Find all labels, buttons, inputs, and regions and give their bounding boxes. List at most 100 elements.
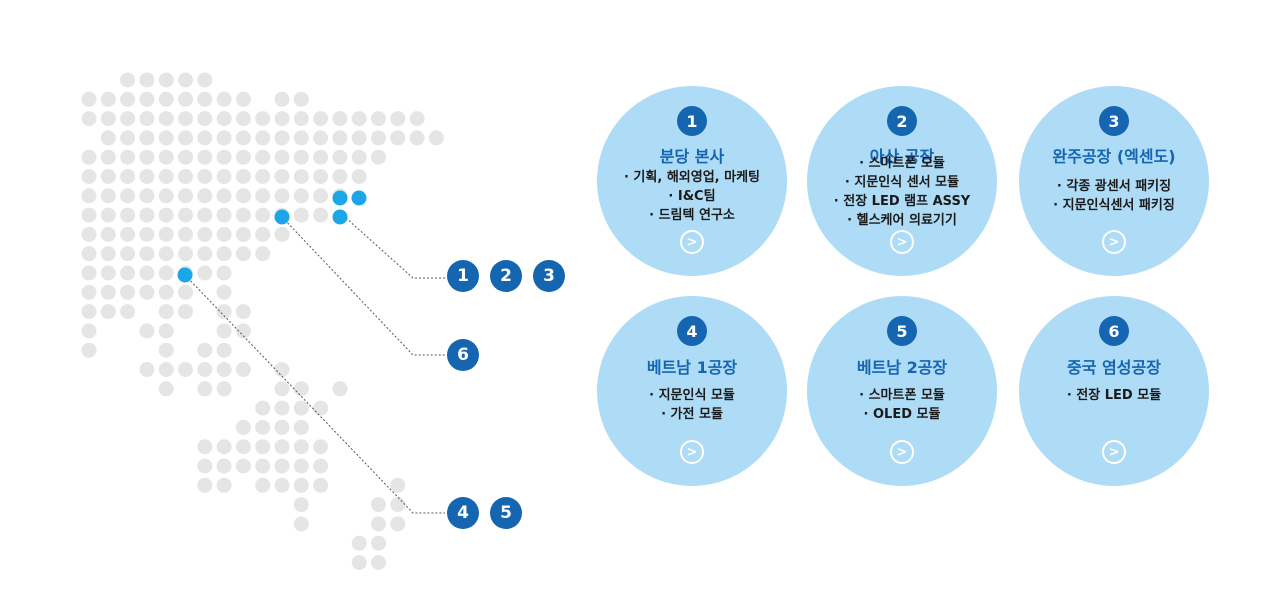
callout-badge-5[interactable]: 5 xyxy=(490,497,522,529)
map-dot xyxy=(371,516,386,532)
map-dot xyxy=(158,91,174,107)
map-dot xyxy=(274,130,290,146)
circle-arrow-right-icon[interactable]: > xyxy=(1102,230,1126,254)
facility-card-2[interactable]: 2 아산 공장 · 스마트폰 모듈 · 지문인식 센서 모듈 · 전장 LED … xyxy=(807,86,997,276)
map-dot xyxy=(100,91,116,107)
map-dot xyxy=(197,188,213,204)
facility-card-4[interactable]: 4 베트남 1공장 · 지문인식 모듈 · 가전 모듈 > xyxy=(597,296,787,486)
map-dot xyxy=(216,111,232,127)
map-dot xyxy=(178,149,193,165)
callout-badge-4[interactable]: 4 xyxy=(447,497,479,529)
map-dot xyxy=(313,149,329,165)
map-dot xyxy=(351,535,367,551)
callout-badge-6[interactable]: 6 xyxy=(447,339,479,371)
map-dot xyxy=(371,149,386,165)
map-dot xyxy=(197,439,213,455)
map-dot xyxy=(197,72,213,88)
map-dot xyxy=(235,439,251,455)
map-dot xyxy=(120,188,136,204)
map-dot xyxy=(390,477,406,493)
map-dot xyxy=(235,91,251,107)
callout-badge-1[interactable]: 1 xyxy=(447,260,479,292)
circle-arrow-right-icon[interactable]: > xyxy=(890,230,914,254)
map-dot xyxy=(100,207,116,223)
map-dot xyxy=(216,284,232,300)
map-dot xyxy=(313,111,329,127)
facility-card-6[interactable]: 6 중국 염성공장 · 전장 LED 모듈 > xyxy=(1019,296,1209,486)
map-dot xyxy=(139,284,155,300)
map-dot xyxy=(120,91,136,107)
map-dot xyxy=(255,400,271,416)
marker-vietnam[interactable] xyxy=(177,267,193,283)
map-dot xyxy=(235,188,251,204)
map-dot xyxy=(178,246,193,262)
location-markers xyxy=(177,190,367,283)
map-dot xyxy=(178,169,193,184)
map-dot xyxy=(235,304,251,320)
map-dot xyxy=(390,111,406,127)
facility-number: 1 xyxy=(677,106,707,136)
map-dot xyxy=(274,419,290,435)
map-dot xyxy=(371,535,386,551)
map-dot xyxy=(197,169,213,184)
map-dot xyxy=(158,304,174,320)
circle-arrow-right-icon[interactable]: > xyxy=(1102,440,1126,464)
marker-korea-3[interactable] xyxy=(332,209,348,225)
map-dot xyxy=(274,188,290,204)
map-dot xyxy=(197,226,213,242)
map-dot xyxy=(274,91,290,107)
map-dot xyxy=(216,381,232,397)
map-dot xyxy=(120,265,136,281)
map-dot xyxy=(81,226,97,242)
map-dot xyxy=(81,149,97,165)
map-dot xyxy=(100,265,116,281)
map-dot xyxy=(235,169,251,184)
map-dot xyxy=(274,458,290,474)
marker-korea-2[interactable] xyxy=(351,190,367,206)
map-dot xyxy=(158,246,174,262)
map-dot xyxy=(139,149,155,165)
map-dot xyxy=(120,111,136,127)
circle-arrow-right-icon[interactable]: > xyxy=(680,440,704,464)
facility-card-5[interactable]: 5 베트남 2공장 · 스마트폰 모듈 · OLED 모듈 > xyxy=(807,296,997,486)
map-dot xyxy=(274,169,290,184)
map-dot xyxy=(255,226,271,242)
marker-korea-1[interactable] xyxy=(332,190,348,206)
facility-title: 아산 공장 xyxy=(869,147,935,166)
map-dot xyxy=(371,130,386,146)
map-dot xyxy=(293,207,309,223)
callout-badge-3[interactable]: 3 xyxy=(533,260,565,292)
list-item: · OLED 모듈 xyxy=(863,407,941,422)
marker-china[interactable] xyxy=(274,209,290,225)
map-dot xyxy=(216,246,232,262)
map-dot xyxy=(100,111,116,127)
facility-card-1[interactable]: 1 분당 본사 · 기획, 해외영업, 마케팅 · I&C팀 · 드림텍 연구소… xyxy=(597,86,787,276)
map-dot xyxy=(235,362,251,377)
map-dot xyxy=(178,188,193,204)
map-dot xyxy=(178,207,193,223)
map-dot xyxy=(274,439,290,455)
map-dot xyxy=(178,304,193,320)
circle-arrow-right-icon[interactable]: > xyxy=(890,440,914,464)
callout-badge-2[interactable]: 2 xyxy=(490,260,522,292)
map-dot xyxy=(100,246,116,262)
map-dot xyxy=(216,323,232,339)
map-dot xyxy=(371,497,386,513)
map-dot xyxy=(197,458,213,474)
facility-items: · 스마트폰 모듈 · OLED 모듈 xyxy=(807,386,997,424)
map-dot xyxy=(139,362,155,377)
map-dot xyxy=(120,207,136,223)
circle-arrow-right-icon[interactable]: > xyxy=(680,230,704,254)
list-item: · 전장 LED 모듈 xyxy=(1066,388,1162,403)
map-dot xyxy=(139,188,155,204)
map-dot xyxy=(100,188,116,204)
list-item: · 전장 LED 램프 ASSY xyxy=(833,194,971,209)
map-dot xyxy=(332,130,348,146)
map-dot xyxy=(81,304,97,320)
list-item: · 헬스케어 의료기기 xyxy=(847,213,957,228)
facility-card-3[interactable]: 3 완주공장 (엑센도) · 각종 광센서 패키징 · 지문인식센서 패키징 > xyxy=(1019,86,1209,276)
map-dot xyxy=(81,188,97,204)
map-dot xyxy=(216,265,232,281)
map-dot xyxy=(158,111,174,127)
map-dot xyxy=(139,130,155,146)
